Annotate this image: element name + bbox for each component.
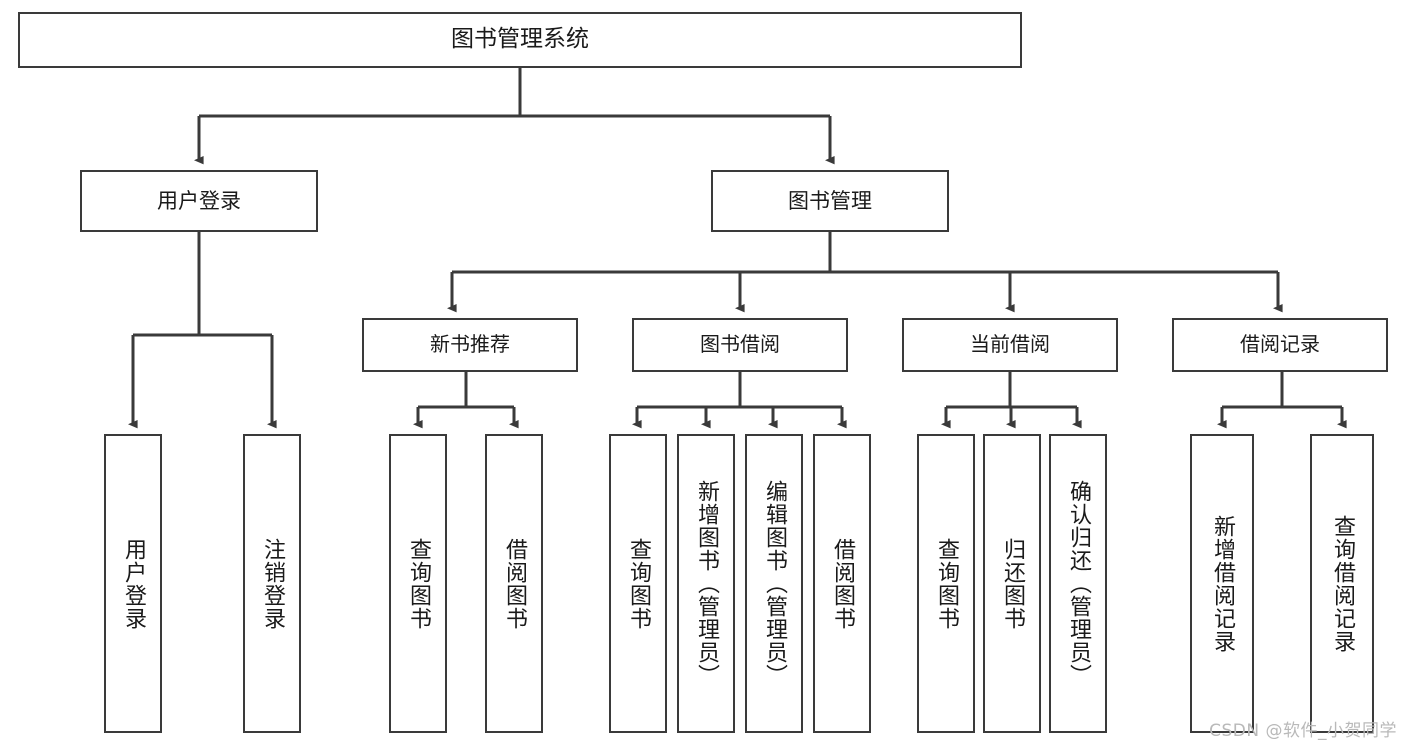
leaf-record-add[interactable]: 新增借阅记录 <box>1190 434 1254 733</box>
leaf-current-query-book-label: 查询图书 <box>933 537 959 630</box>
leaf-user-login-signout[interactable]: 注销登录 <box>243 434 301 733</box>
leaf-borrow-query-book-label: 查询图书 <box>625 537 651 630</box>
leaf-user-login-signin-label: 用户登录 <box>120 537 146 630</box>
node-new-book-recommend-label: 新书推荐 <box>430 332 510 357</box>
leaf-borrow-borrow-book-label: 借阅图书 <box>829 537 855 630</box>
leaf-new-book-borrow-label: 借阅图书 <box>501 537 527 630</box>
leaf-borrow-edit-book[interactable]: 编辑图书（管理员） <box>745 434 803 733</box>
leaf-current-query-book[interactable]: 查询图书 <box>917 434 975 733</box>
leaf-new-book-query[interactable]: 查询图书 <box>389 434 447 733</box>
leaf-user-login-signout-label: 注销登录 <box>259 537 285 630</box>
node-current-borrow-label: 当前借阅 <box>970 332 1050 357</box>
node-book-borrow-label: 图书借阅 <box>700 332 780 357</box>
node-user-login[interactable]: 用户登录 <box>80 170 318 232</box>
node-book-management-label: 图书管理 <box>788 188 872 213</box>
leaf-current-return-book-label: 归还图书 <box>999 537 1025 630</box>
csdn-watermark: CSDN @软件_小贺同学 <box>1209 721 1397 741</box>
node-current-borrow[interactable]: 当前借阅 <box>902 318 1118 372</box>
leaf-record-query[interactable]: 查询借阅记录 <box>1310 434 1374 733</box>
node-borrow-record[interactable]: 借阅记录 <box>1172 318 1388 372</box>
leaf-record-query-label: 查询借阅记录 <box>1329 514 1355 653</box>
leaf-borrow-edit-book-label: 编辑图书（管理员） <box>761 480 787 687</box>
leaf-borrow-query-book[interactable]: 查询图书 <box>609 434 667 733</box>
leaf-current-confirm-return[interactable]: 确认归还（管理员） <box>1049 434 1107 733</box>
leaf-borrow-borrow-book[interactable]: 借阅图书 <box>813 434 871 733</box>
leaf-current-confirm-return-label: 确认归还（管理员） <box>1065 480 1091 687</box>
node-user-login-label: 用户登录 <box>157 188 241 213</box>
node-book-borrow[interactable]: 图书借阅 <box>632 318 848 372</box>
leaf-record-add-label: 新增借阅记录 <box>1209 514 1235 653</box>
leaf-current-return-book[interactable]: 归还图书 <box>983 434 1041 733</box>
leaf-borrow-add-book[interactable]: 新增图书（管理员） <box>677 434 735 733</box>
leaf-borrow-add-book-label: 新增图书（管理员） <box>693 480 719 687</box>
node-new-book-recommend[interactable]: 新书推荐 <box>362 318 578 372</box>
node-borrow-record-label: 借阅记录 <box>1240 332 1320 357</box>
node-book-management[interactable]: 图书管理 <box>711 170 949 232</box>
leaf-user-login-signin[interactable]: 用户登录 <box>104 434 162 733</box>
node-root-label: 图书管理系统 <box>451 26 589 53</box>
leaf-new-book-query-label: 查询图书 <box>405 537 431 630</box>
leaf-new-book-borrow[interactable]: 借阅图书 <box>485 434 543 733</box>
node-root[interactable]: 图书管理系统 <box>18 12 1022 68</box>
